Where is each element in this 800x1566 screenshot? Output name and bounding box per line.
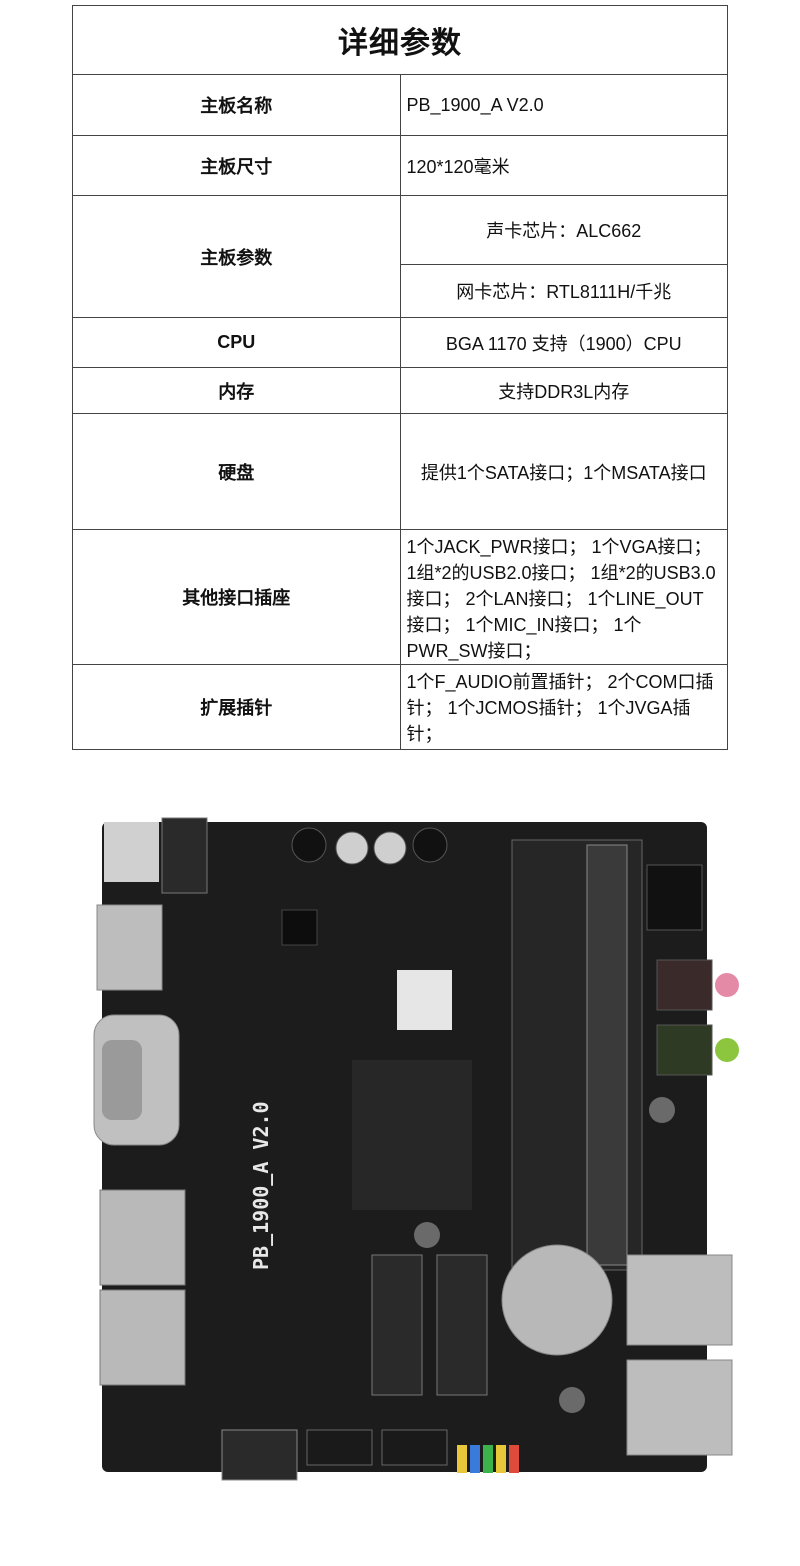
row-label-board-params: 主板参数: [72, 195, 401, 318]
capacitor-2: [373, 831, 407, 865]
hdmi-port: [96, 904, 163, 991]
spec-table: 详细参数 主板名称 PB_1900_A V2.0 主板尺寸 120*120毫米 …: [72, 5, 728, 750]
row-value-memory: 支持DDR3L内存: [399, 367, 728, 414]
motherboard-photo: PB_1900_A V2.0: [72, 800, 752, 1500]
table-title: 详细参数: [72, 5, 728, 75]
row-value-board-name: PB_1900_A V2.0: [399, 74, 728, 136]
cpu-chip: [397, 970, 452, 1030]
line-out-jack: [715, 1038, 739, 1062]
usb-port-1: [626, 1254, 733, 1346]
row-label-cpu: CPU: [72, 317, 401, 368]
row-value-sound-chip: 声卡芯片：ALC662: [399, 195, 728, 265]
row-value-expansion: 1个F_AUDIO前置插针； 2个COM口插针； 1个JCMOS插针； 1个JV…: [399, 664, 728, 750]
row-value-network-chip: 网卡芯片：RTL8111H/千兆: [399, 264, 728, 318]
header-connector: [161, 817, 208, 894]
motherboard-illustration: PB_1900_A V2.0: [93, 817, 739, 1481]
inductor-1: [291, 827, 327, 863]
row-label-board-size: 主板尺寸: [72, 135, 401, 196]
row-label-memory: 内存: [72, 367, 401, 414]
msata-slot: [371, 1254, 423, 1396]
row-label-other-ports: 其他接口插座: [72, 529, 401, 665]
capacitor-1: [335, 831, 369, 865]
lan-port-2: [99, 1289, 186, 1386]
row-label-board-name: 主板名称: [72, 74, 401, 136]
row-value-board-size: 120*120毫米: [399, 135, 728, 196]
cmos-battery: [501, 1244, 613, 1356]
mic-jack: [715, 973, 739, 997]
power-jack: [104, 822, 159, 882]
inductor-2: [412, 827, 448, 863]
usb-port-2: [626, 1359, 733, 1456]
row-value-cpu: BGA 1170 支持（1900）CPU: [399, 317, 728, 368]
ic-chip-1: [281, 909, 318, 946]
row-label-storage: 硬盘: [72, 413, 401, 530]
row-value-other-ports: 1个JACK_PWR接口； 1个VGA接口； 1组*2的USB2.0接口； 1组…: [399, 529, 728, 665]
lan-port-1: [99, 1189, 186, 1286]
power-switch-jack: [646, 864, 703, 931]
row-label-expansion: 扩展插针: [72, 664, 401, 750]
board-silkscreen-label: PB_1900_A V2.0: [249, 1101, 273, 1270]
sata-port: [221, 1429, 298, 1481]
row-value-storage: 提供1个SATA接口；1个MSATA接口: [399, 413, 728, 530]
msata-slot-2: [436, 1254, 488, 1396]
